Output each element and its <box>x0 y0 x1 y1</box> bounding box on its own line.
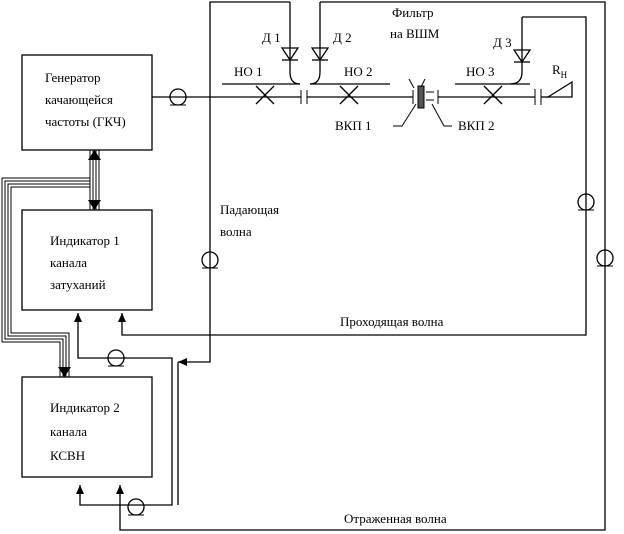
filter-label-line1: Фильтр <box>392 5 434 20</box>
detector-d2: Д 2 <box>309 2 352 85</box>
detector-d1: Д 1 <box>262 2 301 85</box>
generator-block: Генератор качающейся частоты (ГКЧ) <box>21 54 153 151</box>
indicator-1-label-line2: канала <box>50 255 87 270</box>
coupler-no3: НО 3 <box>455 64 530 105</box>
arrowheads <box>74 313 187 494</box>
reflected-wave-label: Отраженная волна <box>344 511 447 526</box>
generator-label-line2: качающейся <box>45 92 113 107</box>
load-label: RН <box>552 62 568 80</box>
indicator-1-label-line3: затуханий <box>50 277 106 292</box>
load-rn: RН <box>545 62 573 98</box>
vkp2-annotation: ВКП 2 <box>431 103 494 133</box>
indicator-link-cable <box>77 313 173 506</box>
transmitted-wave-label: Проходящая волна <box>340 314 444 329</box>
detector-d3-label: Д 3 <box>493 35 512 50</box>
indicator-2-label-line2: канала <box>50 424 87 439</box>
detector-d1-label: Д 1 <box>262 30 281 45</box>
connector-icon <box>169 88 187 106</box>
detector-d3: Д 3 <box>493 17 532 85</box>
vkp2-label: ВКП 2 <box>458 118 494 133</box>
generator-label-line3: частоты (ГКЧ) <box>45 114 126 129</box>
incident-wave-label-line1: Падающая <box>220 202 279 217</box>
generator-label-line1: Генератор <box>45 70 100 85</box>
indicator-2-block: Индикатор 2 канала КСВН <box>21 376 153 478</box>
reflected-wave-cable <box>119 1 606 531</box>
coupler-no2: НО 2 <box>310 64 390 105</box>
detector-d2-label: Д 2 <box>333 30 352 45</box>
control-bus <box>1 150 101 377</box>
indicator-2-label-line3: КСВН <box>50 448 85 463</box>
filter-label-line2: на ВШМ <box>390 26 440 41</box>
indicator-1-label-line1: Индикатор 1 <box>50 233 120 248</box>
incident-wave-label-line2: волна <box>220 224 252 239</box>
transmitted-wave-cable <box>121 16 587 336</box>
cable-connectors <box>107 193 614 516</box>
coupler-no1: НО 1 <box>222 64 300 105</box>
vkp1-annotation: ВКП 1 <box>335 103 417 133</box>
indicator-1-block: Индикатор 1 канала затуханий <box>21 209 153 311</box>
filter-element: Фильтр на ВШМ <box>390 5 440 109</box>
main-waveguide-line <box>152 89 548 105</box>
coupler-no3-label: НО 3 <box>466 64 495 79</box>
incident-wave-cable <box>178 1 290 363</box>
vkp1-label: ВКП 1 <box>335 118 371 133</box>
indicator-2-label-line1: Индикатор 2 <box>50 400 120 415</box>
coupler-no2-label: НО 2 <box>344 64 373 79</box>
coupler-no1-label: НО 1 <box>234 64 263 79</box>
